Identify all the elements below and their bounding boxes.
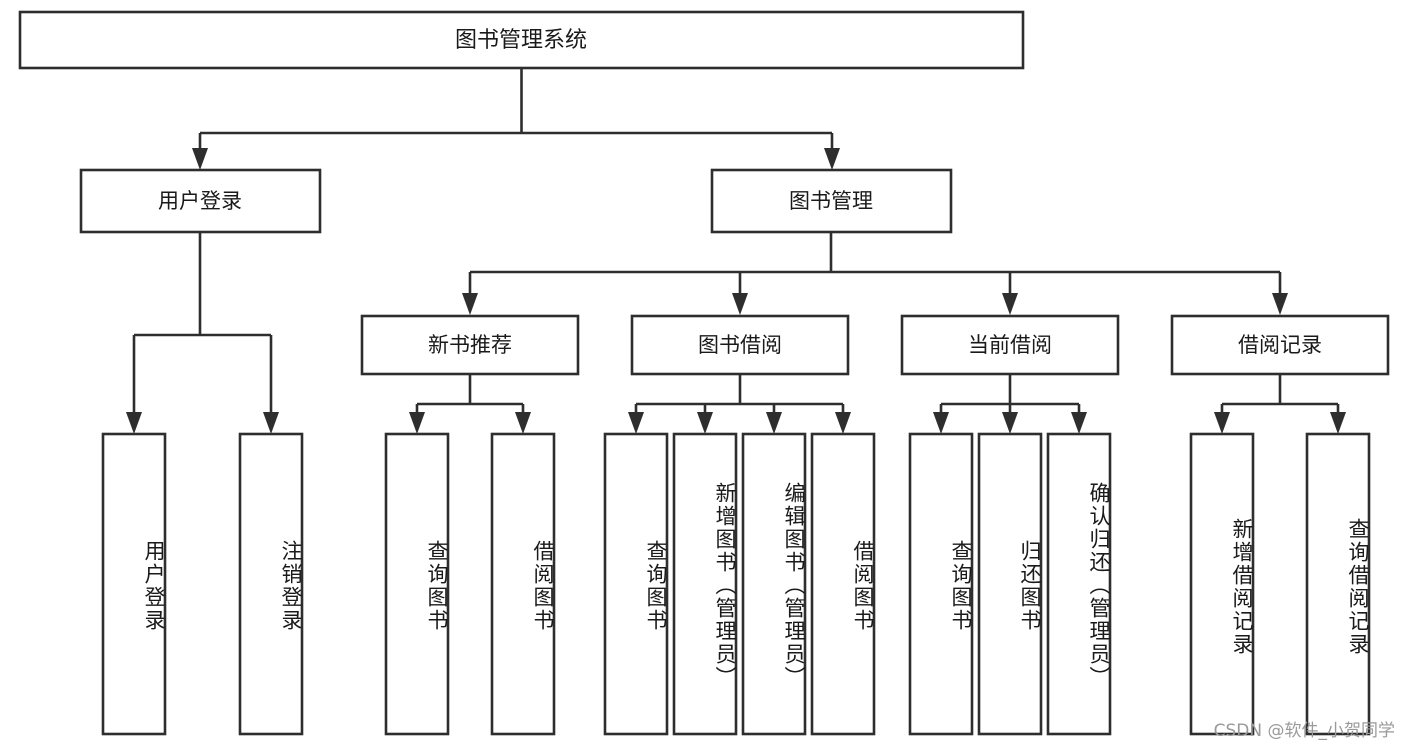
arrow-head-icon: [933, 412, 949, 434]
connector-newbook-to-leaves: [409, 375, 531, 434]
arrow-head-icon: [263, 412, 279, 434]
connector-currentborrow-to-leaves: [933, 375, 1087, 434]
arrow-head-icon: [126, 412, 142, 434]
leaf-node-add-book-admin[interactable]: [672, 432, 738, 736]
leaf-node-edit-book-admin[interactable]: [741, 432, 807, 736]
node-book-borrow[interactable]: 图书借阅: [630, 314, 850, 376]
leaf-node-logout[interactable]: [238, 432, 304, 736]
leaf-node-add-borrow-record[interactable]: [1189, 432, 1255, 736]
node-book-management[interactable]: 图书管理: [710, 168, 953, 234]
leaf-node-query-book-borrow[interactable]: [603, 432, 669, 736]
arrow-head-icon: [766, 412, 782, 434]
arrow-head-icon: [628, 412, 644, 434]
connector-bookborrow-to-leaves: [628, 375, 851, 434]
node-borrow-record[interactable]: 借阅记录: [1170, 314, 1390, 376]
arrow-head-icon: [1272, 293, 1288, 315]
connector-borrowrecord-to-leaves: [1214, 375, 1346, 434]
node-current-borrow[interactable]: 当前借阅: [900, 314, 1120, 376]
watermark-text: CSDN @软件_小贺同学: [1213, 721, 1395, 741]
arrow-head-icon: [732, 293, 748, 315]
leaf-node-query-book-recommend[interactable]: [384, 432, 450, 736]
connector-userlogin-to-leaves: [126, 232, 279, 434]
arrow-head-icon: [192, 148, 208, 170]
node-user-login[interactable]: 用户登录: [79, 168, 322, 234]
node-new-book-recommend[interactable]: 新书推荐: [360, 314, 580, 376]
connector-bookmgmt-to-level3: [462, 232, 1288, 315]
arrow-head-icon: [835, 412, 851, 434]
node-book-borrow-label: 图书借阅: [698, 333, 782, 357]
node-borrow-record-label: 借阅记录: [1238, 333, 1322, 357]
arrow-head-icon: [1002, 412, 1018, 434]
node-user-login-label: 用户登录: [158, 189, 242, 213]
leaf-node-borrow-book[interactable]: [810, 432, 876, 736]
leaf-node-borrow-book-recommend[interactable]: [490, 432, 556, 736]
arrow-head-icon: [515, 412, 531, 434]
arrow-head-icon: [824, 148, 840, 170]
leaf-node-return-book[interactable]: [977, 432, 1043, 736]
connector-root-to-level2: [192, 68, 840, 170]
arrow-head-icon: [1214, 412, 1230, 434]
leaf-node-confirm-return-admin[interactable]: [1046, 432, 1112, 736]
leaf-node-query-book-current[interactable]: [908, 432, 974, 736]
node-root-system[interactable]: 图书管理系统: [18, 10, 1025, 70]
arrow-head-icon: [1330, 412, 1346, 434]
node-new-book-recommend-label: 新书推荐: [428, 333, 512, 357]
arrow-head-icon: [697, 412, 713, 434]
arrow-head-icon: [1002, 293, 1018, 315]
node-current-borrow-label: 当前借阅: [968, 333, 1052, 357]
arrow-head-icon: [1071, 412, 1087, 434]
leaf-node-query-borrow-record[interactable]: [1305, 432, 1371, 736]
leaf-node-user-login[interactable]: [101, 432, 167, 736]
arrow-head-icon: [409, 412, 425, 434]
node-root-label: 图书管理系统: [455, 28, 587, 53]
arrow-head-icon: [462, 293, 478, 315]
node-book-management-label: 图书管理: [789, 189, 873, 213]
